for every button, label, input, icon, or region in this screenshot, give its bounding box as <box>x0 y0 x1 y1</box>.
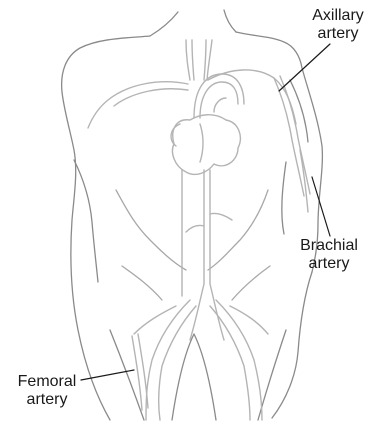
right-neck-outline <box>224 10 236 32</box>
ribcage-left <box>116 190 186 270</box>
right-carotid-inner <box>207 40 212 80</box>
renal-branch <box>210 213 232 220</box>
left-neck-outline <box>150 12 178 36</box>
ribcage-right <box>208 190 268 270</box>
left-hip-vessel <box>134 306 176 334</box>
left-hip-line <box>122 266 162 300</box>
femoral-artery-path-inner <box>138 334 148 408</box>
right-hip-line <box>232 266 270 300</box>
brachial-artery-label: Brachial artery <box>290 237 368 273</box>
renal-branch-2 <box>186 225 204 232</box>
descending-aorta <box>190 170 204 340</box>
axillary-artery-path <box>274 78 304 196</box>
heart-outline <box>173 115 241 175</box>
aortic-arch <box>194 74 244 118</box>
right-carotid <box>204 40 206 80</box>
body-outline <box>62 10 323 420</box>
axillary-label-line1: Axillary <box>300 7 376 25</box>
left-iliac <box>146 300 190 420</box>
pulmonary-trunk <box>214 98 226 112</box>
axillary-leader-line <box>279 44 330 91</box>
vascular-system <box>88 40 310 420</box>
heart-detail <box>200 124 203 162</box>
right-shoulder-outline <box>236 32 322 272</box>
femoral-artery-label: Femoral artery <box>6 373 88 409</box>
left-iliac-inner <box>159 306 196 420</box>
right-iliac <box>216 300 262 420</box>
left-arm-line <box>74 160 98 282</box>
right-torso-line <box>282 162 286 234</box>
femoral-label-line2: artery <box>6 391 88 409</box>
right-iliac-inner <box>210 306 250 420</box>
axillary-artery-label: Axillary artery <box>300 7 376 43</box>
crotch-outline <box>172 334 216 420</box>
brachial-label-line1: Brachial <box>290 237 368 255</box>
leader-lines <box>81 44 330 380</box>
left-subclavian-inner <box>114 89 188 106</box>
left-carotid <box>186 40 190 80</box>
left-carotid-inner <box>192 40 194 80</box>
right-waist-outline <box>272 272 312 418</box>
femoral-label-line1: Femoral <box>6 373 88 391</box>
right-hip-vessel <box>230 306 268 334</box>
axillary-label-line2: artery <box>300 25 376 43</box>
right-subclavian <box>208 70 296 124</box>
brachial-label-line2: artery <box>290 255 368 273</box>
